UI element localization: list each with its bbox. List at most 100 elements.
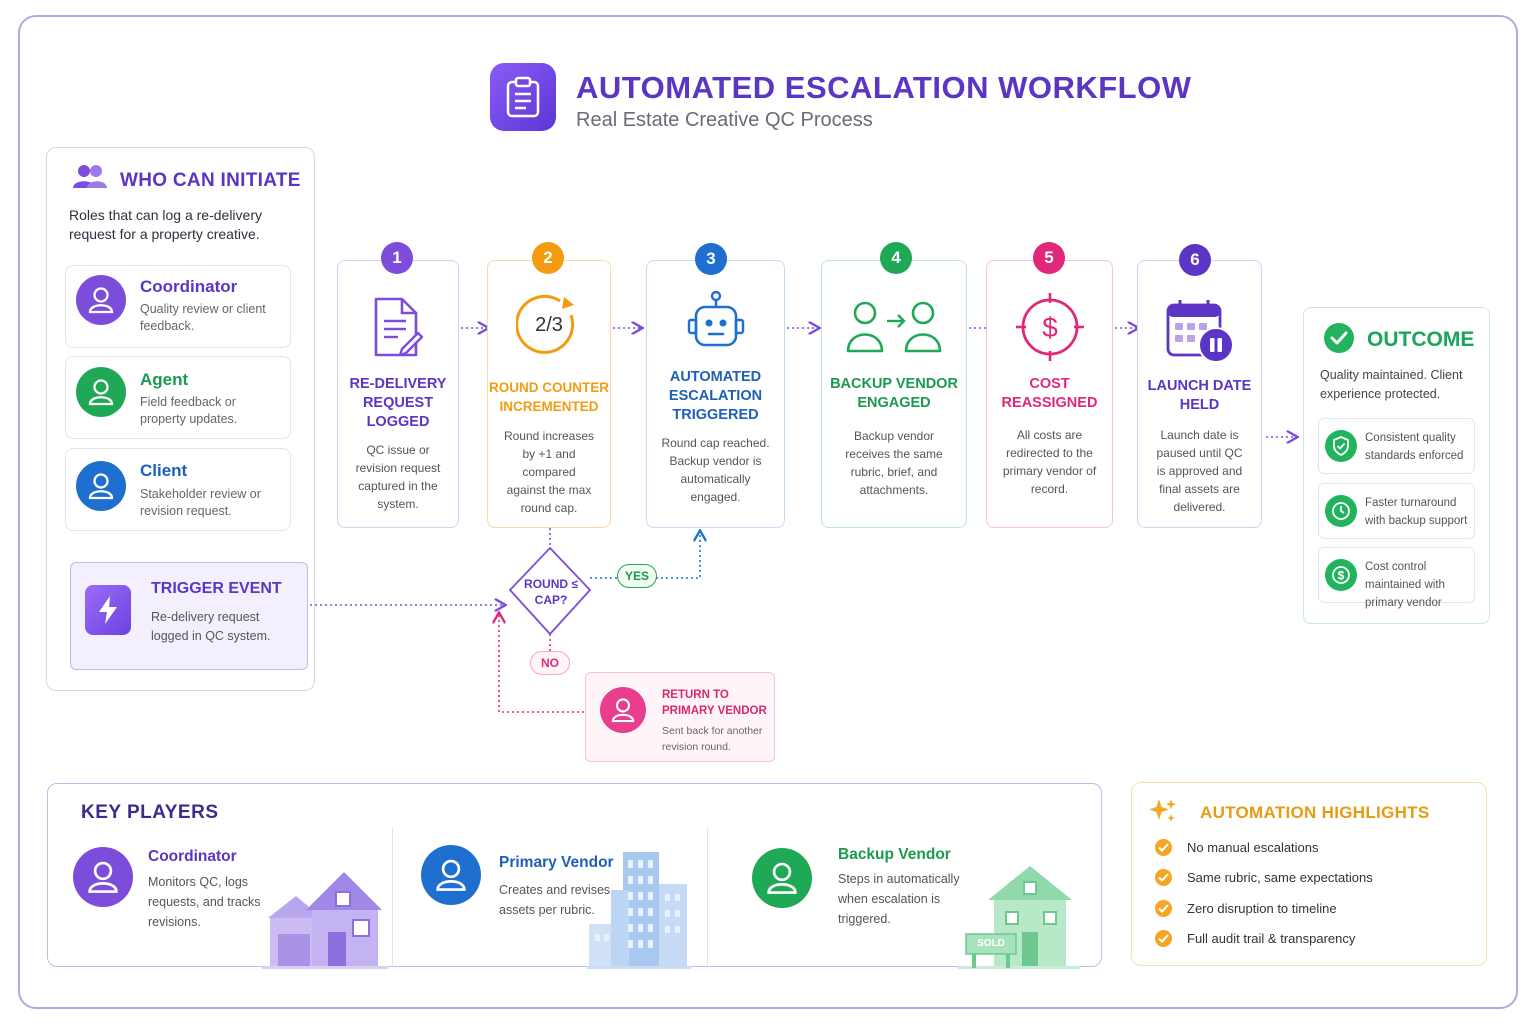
step-title: RE-DELIVERY REQUEST LOGGED <box>349 376 447 430</box>
outer-frame <box>18 15 1518 1009</box>
step-description: All costs are redirected to the primary … <box>1002 428 1097 496</box>
outcome-item-text: Cost control maintained with primary ven… <box>1365 561 1445 609</box>
trigger-event-card[interactable]: TRIGGER EVENT Re-delivery request logged… <box>70 562 308 670</box>
sold-house-illustration-icon: SOLD <box>958 862 1080 970</box>
counter-icon: 2/3 <box>488 293 610 359</box>
step-title: COST REASSIGNED <box>1001 376 1098 411</box>
decision-label: ROUND ≤ CAP? <box>524 577 578 607</box>
highlight-text: Same rubric, same expectations <box>1187 869 1373 885</box>
step-card-4[interactable]: BACKUP VENDOR ENGAGED Backup vendor rece… <box>821 260 967 528</box>
step-card-3[interactable]: AUTOMATED ESCALATION TRIGGERED Round cap… <box>646 260 785 528</box>
key-players-title: KEY PLAYERS <box>81 802 219 823</box>
step-card-5[interactable]: $ COST REASSIGNED All costs are redirect… <box>986 260 1113 528</box>
role-name: Coordinator <box>140 277 238 296</box>
highlight-text: Zero disruption to timeline <box>1187 900 1337 916</box>
svg-text:$: $ <box>1042 312 1058 343</box>
user-icon <box>76 461 126 511</box>
highlight-item: Same rubric, same expectations <box>1155 867 1373 887</box>
step-description: Round increases by +1 and compared again… <box>503 429 595 515</box>
step-description: Launch date is paused until QC is approv… <box>1156 428 1243 514</box>
sparkles-icon <box>1148 797 1178 825</box>
lightning-icon <box>85 585 131 635</box>
role-card-agent[interactable]: Agent Field feedback or property updates… <box>65 356 291 439</box>
outcome-item: Consistent quality standards enforced <box>1318 418 1475 474</box>
sold-sign-text: SOLD <box>977 938 1005 949</box>
step-number-badge: 2 <box>532 242 564 274</box>
who-can-initiate-description: Roles that can log a re-delivery request… <box>69 207 262 242</box>
page-title: AUTOMATED ESCALATION WORKFLOW <box>576 70 1192 105</box>
check-icon <box>1155 838 1172 856</box>
dollar-target-icon: $ <box>987 291 1112 363</box>
highlight-text: Full audit trail & transparency <box>1187 930 1356 946</box>
highlight-item: No manual escalations <box>1155 837 1319 857</box>
role-description: Quality review or client feedback. <box>140 302 266 333</box>
key-player-description: Monitors QC, logs requests, and tracks r… <box>148 875 261 929</box>
no-badge: NO <box>530 651 570 675</box>
step-number-badge: 5 <box>1033 242 1065 274</box>
svg-text:$: $ <box>1338 569 1345 583</box>
building-illustration-icon <box>587 850 691 970</box>
check-icon <box>1155 899 1172 917</box>
step-title: ROUND COUNTER INCREMENTED <box>489 380 609 414</box>
handoff-icon <box>822 299 966 355</box>
return-description: Sent back for another revision round. <box>662 725 763 753</box>
check-icon <box>1155 929 1172 947</box>
user-icon <box>421 845 481 905</box>
step-description: QC issue or revision request captured in… <box>355 443 441 511</box>
page-subtitle: Real Estate Creative QC Process <box>576 109 873 131</box>
key-player-description: Steps in automatically when escalation i… <box>838 872 960 926</box>
house-illustration-icon <box>262 866 388 970</box>
user-icon <box>73 847 133 907</box>
step-number-badge: 3 <box>695 243 727 275</box>
user-icon <box>76 367 126 417</box>
calendar-pause-icon <box>1138 297 1261 365</box>
automation-highlights-title: AUTOMATION HIGHLIGHTS <box>1200 803 1430 822</box>
step-title: LAUNCH DATE HELD <box>1147 378 1252 413</box>
shield-check-icon <box>1325 430 1357 462</box>
counter-text: 2/3 <box>535 314 563 336</box>
key-player-name: Backup Vendor <box>838 846 951 863</box>
step-title: BACKUP VENDOR ENGAGED <box>830 376 958 411</box>
trigger-event-description: Re-delivery request logged in QC system. <box>151 610 271 643</box>
check-circle-icon <box>1323 322 1355 354</box>
decision-diamond <box>508 546 592 636</box>
role-name: Client <box>140 461 188 480</box>
yes-badge: YES <box>617 564 657 588</box>
key-player-name: Coordinator <box>148 848 237 865</box>
who-can-initiate-title: WHO CAN INITIATE <box>120 170 301 191</box>
role-card-client[interactable]: Client Stakeholder review or revision re… <box>65 448 291 531</box>
document-edit-icon <box>338 295 458 359</box>
step-card-2[interactable]: 2/3 ROUND COUNTER INCREMENTED Round incr… <box>487 260 611 528</box>
dollar-icon: $ <box>1325 559 1357 591</box>
clipboard-icon <box>490 63 556 131</box>
key-players-panel <box>47 783 1102 967</box>
highlight-text: No manual escalations <box>1187 839 1319 855</box>
highlight-item: Zero disruption to timeline <box>1155 898 1337 918</box>
role-name: Agent <box>140 370 189 389</box>
step-title: AUTOMATED ESCALATION TRIGGERED <box>668 369 763 423</box>
role-description: Stakeholder review or revision request. <box>140 487 261 518</box>
outcome-item: $ Cost control maintained with primary v… <box>1318 547 1475 609</box>
step-description: Round cap reached. Backup vendor is auto… <box>661 436 770 504</box>
trigger-event-title: TRIGGER EVENT <box>151 580 282 597</box>
step-card-1[interactable]: RE-DELIVERY REQUEST LOGGED QC issue or r… <box>337 260 459 528</box>
robot-icon <box>647 291 784 353</box>
step-card-6[interactable]: LAUNCH DATE HELD Launch date is paused u… <box>1137 260 1262 528</box>
return-title: RETURN TO PRIMARY VENDOR <box>662 689 767 717</box>
clock-icon <box>1325 495 1357 527</box>
user-icon <box>752 848 812 908</box>
key-player-name: Primary Vendor <box>499 854 614 871</box>
outcome-description: Quality maintained. Client experience pr… <box>1320 368 1463 401</box>
return-to-primary-card[interactable]: RETURN TO PRIMARY VENDOR Sent back for a… <box>585 672 775 762</box>
outcome-item-text: Faster turnaround with backup support <box>1365 497 1468 527</box>
users-icon <box>73 164 107 190</box>
outcome-item: Faster turnaround with backup support <box>1318 483 1475 539</box>
role-card-coordinator[interactable]: Coordinator Quality review or client fee… <box>65 265 291 348</box>
outcome-item-text: Consistent quality standards enforced <box>1365 432 1464 462</box>
divider <box>392 828 393 966</box>
role-description: Field feedback or property updates. <box>140 395 238 426</box>
check-icon <box>1155 868 1172 886</box>
highlight-item: Full audit trail & transparency <box>1155 928 1355 948</box>
user-icon <box>76 275 126 325</box>
